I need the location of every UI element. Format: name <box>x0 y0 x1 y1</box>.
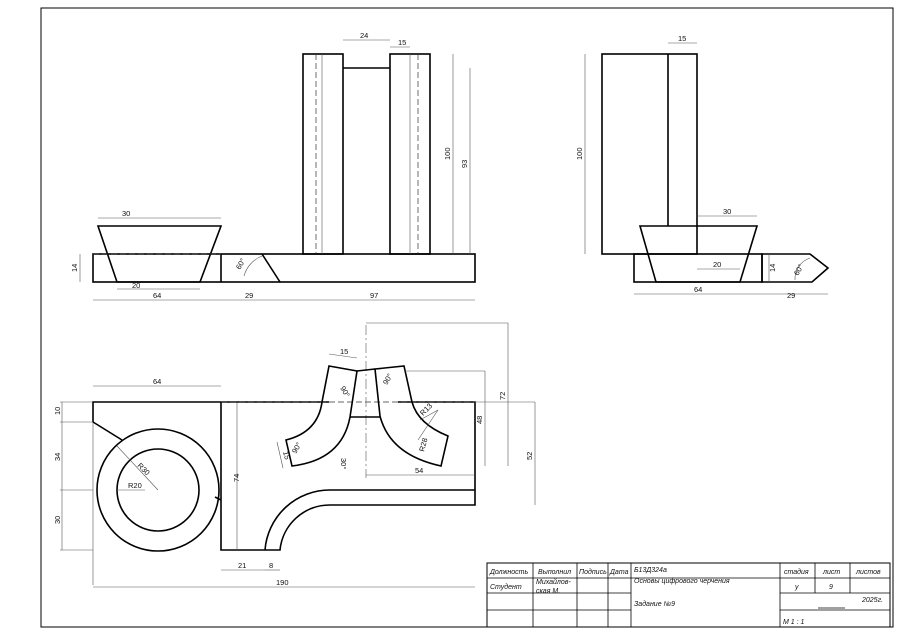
dim-48: 48 <box>475 416 484 424</box>
dim-30: 30 <box>122 209 130 218</box>
dim-90deg: 90° <box>338 385 351 399</box>
front-view: 24 15 100 93 30 14 20 60° 64 29 97 <box>70 31 476 301</box>
drawing-frame <box>40 7 894 628</box>
header-date: Дата <box>609 569 629 576</box>
dim-74: 74 <box>232 474 241 482</box>
role: Студент <box>490 583 522 591</box>
dim-64: 64 <box>153 377 161 386</box>
top-view: 15 90° 90° R13 48 72 52 64 10 34 30 R30 … <box>53 322 536 588</box>
dim-R13: R13 <box>418 401 434 417</box>
dim-54: 54 <box>415 466 423 475</box>
dim-29: 29 <box>787 291 795 300</box>
header-position: Должность <box>489 569 529 576</box>
dim-100: 100 <box>443 147 452 160</box>
title-block: Должность Выполнил Подпись Дата Студент … <box>486 562 891 628</box>
dim-72: 72 <box>498 392 507 400</box>
dim-93: 93 <box>460 160 469 168</box>
dim-14: 14 <box>70 264 79 272</box>
year: 2025г. <box>861 597 883 604</box>
header-signature: Подпись <box>579 568 607 576</box>
dim-R30: R30 <box>136 461 152 477</box>
dim-30deg: 30° <box>339 458 348 469</box>
author-line1: Михайлов- <box>536 578 571 586</box>
dim-R20: R20 <box>128 481 142 490</box>
dim-R28: R28 <box>417 437 429 453</box>
dim-52: 52 <box>525 452 534 460</box>
dim-190: 190 <box>276 578 289 587</box>
dim-30: 30 <box>723 207 731 216</box>
task-title: Задание №9 <box>634 600 675 608</box>
sheet-label: лист <box>822 569 840 576</box>
dim-100: 100 <box>575 147 584 160</box>
dim-90deg: 90° <box>381 372 394 386</box>
dim-8: 8 <box>269 561 273 570</box>
sheets-label: листов <box>855 569 881 576</box>
header-performed: Выполнил <box>538 569 571 576</box>
dim-20: 20 <box>713 260 721 269</box>
stage-value: у <box>794 584 799 591</box>
dim-20: 20 <box>132 281 140 290</box>
dim-15: 15 <box>340 347 348 356</box>
dim-24: 24 <box>360 31 368 40</box>
dim-97: 97 <box>370 291 378 300</box>
subject: Основы цифрового черчения <box>634 578 730 585</box>
scale: М 1 : 1 <box>783 619 805 626</box>
sheet-value: 9 <box>829 584 833 591</box>
dim-21: 21 <box>238 561 246 570</box>
dim-90deg: 90° <box>290 441 303 455</box>
dim-10: 10 <box>53 407 62 415</box>
dim-15: 15 <box>398 38 406 47</box>
dim-60deg: 60° <box>792 263 805 277</box>
dim-64: 64 <box>153 291 161 300</box>
side-view: 15 100 30 20 14 60° 64 29 <box>575 34 830 300</box>
dim-60deg: 60° <box>234 257 247 271</box>
dim-15: 15 <box>281 450 292 460</box>
dim-15: 15 <box>678 34 686 43</box>
document-code: Б13Д324а <box>634 567 667 574</box>
stage-label: стадия <box>784 568 809 576</box>
dim-30: 30 <box>53 516 62 524</box>
dim-34: 34 <box>53 453 62 461</box>
dim-14: 14 <box>768 264 777 272</box>
dim-29: 29 <box>245 291 253 300</box>
author-line2: ская М. <box>536 588 560 595</box>
dim-64: 64 <box>694 285 702 294</box>
